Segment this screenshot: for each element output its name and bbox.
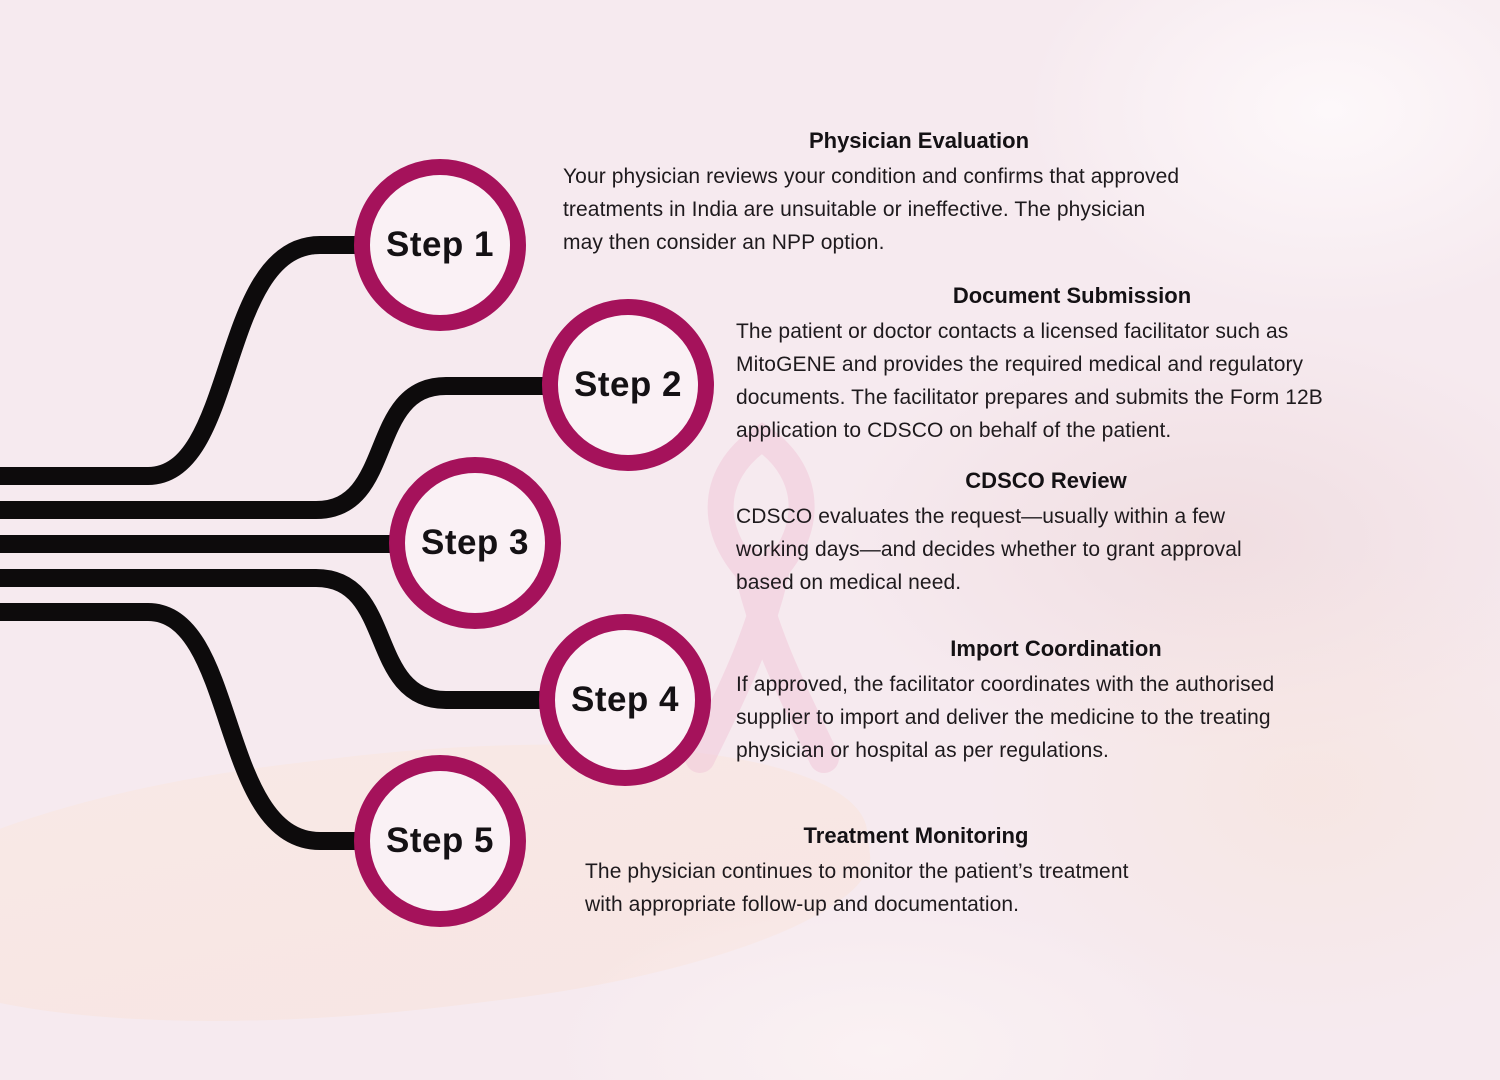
step-5-description: The physician continues to monitor the p… [585, 860, 1129, 916]
step-4-description: If approved, the facilitator coordinates… [736, 673, 1275, 762]
connector-step-2 [0, 377, 548, 519]
step-4-node: Step 4 [539, 614, 711, 786]
step-2-description: The patient or doctor contacts a license… [736, 320, 1323, 442]
step-5-label: Step 5 [385, 821, 495, 860]
step-3-description: CDSCO evaluates the request—usually with… [736, 505, 1242, 594]
step-2-label: Step 2 [573, 365, 683, 404]
step-1-text-block: Physician Evaluation Your physician revi… [563, 128, 1275, 259]
step-1-label: Step 1 [385, 225, 495, 264]
connector-step-1 [0, 236, 362, 485]
step-5-text-block: Treatment Monitoring The physician conti… [585, 823, 1247, 921]
step-5-title: Treatment Monitoring [803, 823, 1029, 848]
step-5-node: Step 5 [354, 755, 526, 927]
step-1-title: Physician Evaluation [808, 128, 1030, 153]
step-3-label: Step 3 [420, 523, 530, 562]
step-2-text-block: Document Submission The patient or docto… [736, 283, 1408, 447]
step-4-label: Step 4 [570, 680, 680, 719]
step-3-title: CDSCO Review [965, 468, 1127, 493]
step-3-node: Step 3 [389, 457, 561, 629]
step-1-description: Your physician reviews your condition an… [563, 165, 1180, 254]
connector-step-5 [0, 603, 362, 850]
step-4-title: Import Coordination [950, 636, 1162, 661]
step-3-text-block: CDSCO Review CDSCO evaluates the request… [736, 468, 1356, 599]
step-1-node: Step 1 [354, 159, 526, 331]
step-2-title: Document Submission [952, 283, 1192, 308]
step-2-node: Step 2 [542, 299, 714, 471]
step-4-text-block: Import Coordination If approved, the fac… [736, 636, 1376, 767]
